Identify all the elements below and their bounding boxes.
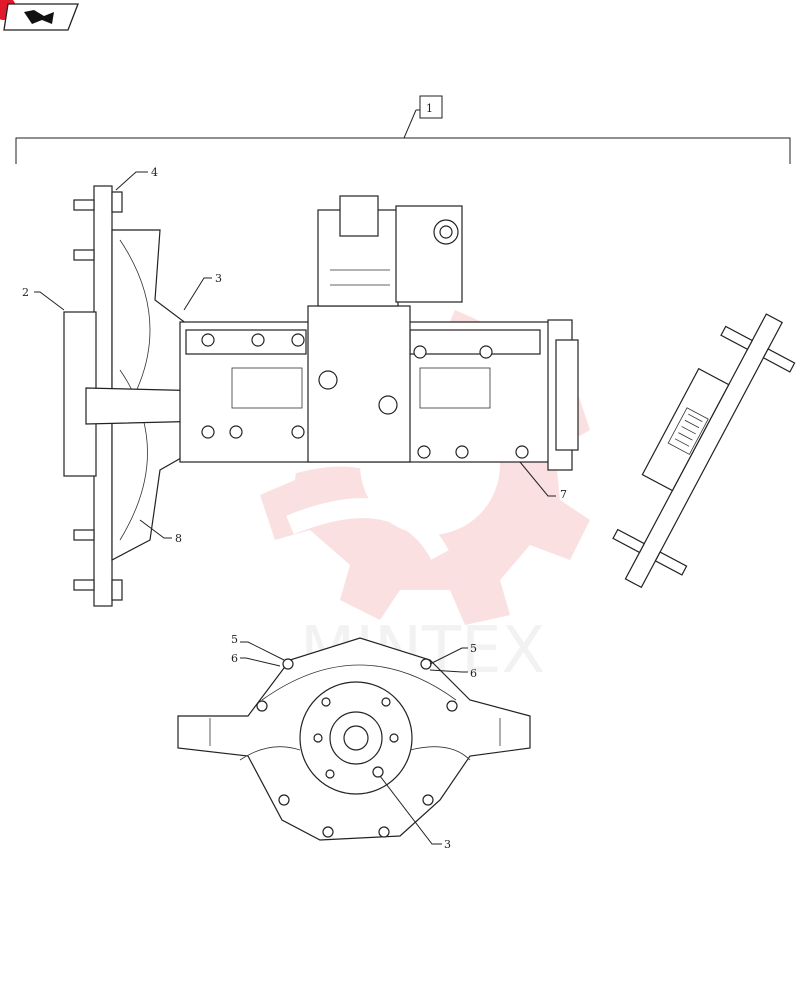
callout-5-right: 5 [470,642,477,655]
callout-1: 1 [426,102,433,115]
assembly-bracket: 1 [15,95,791,164]
callouts-side-view: 4 2 3 7 8 [22,166,567,545]
callout-7: 7 [560,488,567,501]
callout-8: 8 [175,532,182,545]
book-open-icon [24,10,54,24]
callouts-end-view: 5 6 5 6 3 [231,633,477,851]
transmission-end-view [177,637,531,841]
callout-3: 3 [215,272,222,285]
callout-4: 4 [151,166,158,179]
callout-3-end-view: 3 [444,838,451,851]
transmission-side-view [63,185,579,607]
callout-6-left: 6 [231,652,238,665]
callout-2: 2 [22,286,29,299]
callout-6-right: 6 [470,667,477,680]
corner-book-button[interactable] [0,0,79,31]
angled-detail-view [612,313,796,589]
callout-5-left: 5 [231,633,238,646]
